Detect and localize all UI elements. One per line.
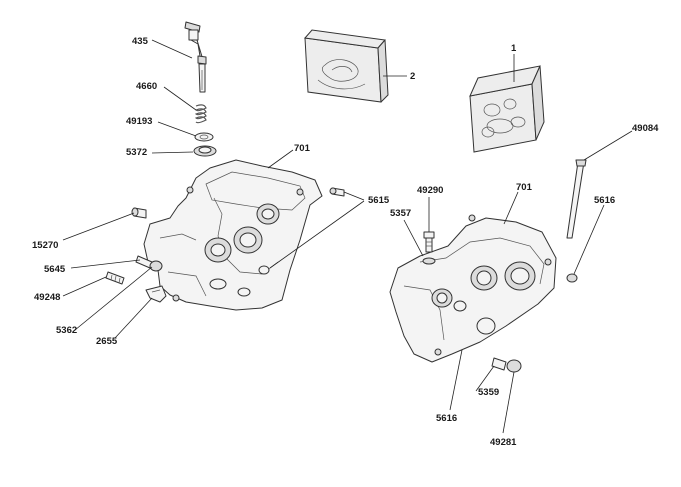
- label-5616-upper: 5616: [594, 195, 615, 206]
- label-49290: 49290: [417, 185, 443, 196]
- part-labels: 435 4660 49193 5372 2 1 701 49084 5615 7…: [32, 36, 659, 448]
- label-5645: 5645: [44, 264, 66, 275]
- spring-part: [194, 104, 207, 124]
- dipstick-part: [184, 21, 207, 93]
- label-5359: 5359: [478, 387, 499, 398]
- gasket-kit-bag: [304, 29, 389, 103]
- label-4660: 4660: [136, 81, 157, 92]
- label-5616-lower: 5616: [436, 413, 457, 424]
- bracket-2655: [145, 285, 167, 303]
- pin-5615: [329, 187, 345, 197]
- crankcase-left-half: [143, 159, 323, 311]
- label-49281: 49281: [490, 437, 517, 448]
- crankcase-right-half: [389, 214, 557, 363]
- washer-5357: [422, 257, 436, 265]
- label-5372: 5372: [126, 147, 147, 158]
- label-701-left: 701: [294, 143, 311, 154]
- label-49248: 49248: [34, 292, 60, 303]
- label-5615: 5615: [368, 195, 390, 206]
- label-5362: 5362: [56, 325, 77, 336]
- leader-lines: [62, 39, 633, 434]
- rod-49084: [566, 159, 587, 239]
- plug-49290: [423, 231, 435, 253]
- label-49193: 49193: [126, 116, 152, 127]
- pin-15270: [131, 207, 147, 219]
- label-49084: 49084: [632, 123, 659, 134]
- washer-part: [194, 132, 214, 142]
- label-701-right: 701: [516, 182, 533, 193]
- label-435: 435: [132, 36, 149, 47]
- label-1: 1: [511, 43, 517, 54]
- screw-5359: [491, 357, 522, 373]
- label-2: 2: [410, 71, 415, 82]
- seal-kit-bag: [469, 65, 545, 153]
- label-2655: 2655: [96, 336, 118, 347]
- pin-5616-right: [566, 273, 578, 283]
- label-15270: 15270: [32, 240, 58, 251]
- label-5357: 5357: [390, 208, 411, 219]
- bolt-49248: [105, 271, 125, 285]
- seal-ring-part: [193, 145, 217, 157]
